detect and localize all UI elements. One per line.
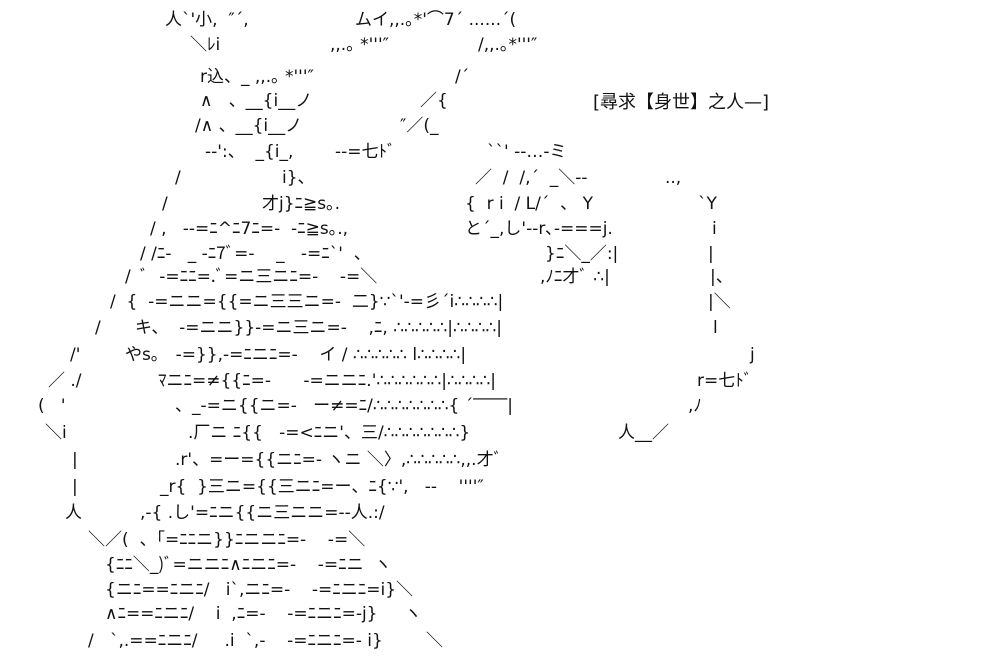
art-line-5-segment-2: ″／(_ — [400, 116, 439, 136]
art-line-14-segment-1: /' — [70, 345, 81, 365]
art-line-16-segment-2: 、_-=ニ{{ニ=- ー≠=ﾆ/∴∴∴∴∴∴∴{ ´‾‾‾‾| — [175, 396, 513, 416]
art-line-23-segment-1: {ニﾆ==ﾆニﾆ/ i`,ニﾆ=- -=ﾆニﾆ=i}＼ — [105, 580, 414, 600]
art-line-7-segment-1: / — [175, 168, 181, 188]
art-line-9-segment-2: と´_,し'--r､-===j. — [465, 219, 613, 239]
art-line-2-segment-1: ＼ﾚi — [190, 35, 221, 55]
art-line-1-segment-1: 人`'小, ″´, — [165, 10, 249, 30]
art-line-17-segment-2: .厂ニ ﾆ{{ -=<ﾆニ'、三/∴∴∴∴∴∴∴} — [188, 423, 471, 443]
art-line-3-segment-2: /´ — [455, 67, 470, 87]
art-line-13-segment-1: / — [95, 318, 101, 338]
art-line-9-segment-3: i — [712, 219, 717, 239]
art-line-19-segment-1: | — [72, 477, 78, 497]
art-line-8-segment-3: { r i / L/´ 、 Y — [465, 194, 593, 214]
art-line-8-segment-1: / — [162, 194, 168, 214]
art-line-6-segment-1: --':、 _{i_, — [205, 142, 294, 162]
art-line-5-segment-1: /∧ 、__{i__ノ — [195, 116, 303, 136]
art-line-8-segment-4: `Y — [698, 194, 717, 214]
art-line-2-segment-3: /,,.｡*'''″ — [478, 35, 538, 55]
art-line-25-segment-1: / `,.==ﾆニﾆ/ .i `,- -=ﾆニﾆ=- i} ＼ — [88, 631, 443, 651]
art-line-2-segment-2: ,,.｡ *'''″ — [330, 35, 389, 55]
art-line-4-segment-2: ／{ — [420, 91, 448, 111]
art-line-13-segment-2: キ、 -=ニニ}}-=ニ三ニ=- ,ﾆ, ∴∴∴∴∴|∴∴∴∴| — [135, 318, 503, 338]
art-line-9-segment-1: / , --=ﾆ^ﾆ7ﾆ=- -ﾆ≧s｡., — [150, 219, 349, 239]
art-line-10-segment-3: | — [708, 244, 714, 264]
art-line-13-segment-3: l — [713, 318, 718, 338]
art-line-20-segment-2: ,-{ .し'=ﾆニ{{ニ三ニニ=--人.:/ — [140, 503, 385, 523]
art-line-15-segment-3: r=七ﾄﾞ — [697, 371, 753, 391]
art-line-17-segment-3: 人__／ — [618, 423, 669, 443]
art-line-14-segment-2: やs｡ -=}},-=ﾆニﾆ=- イ / ∴∴∴∴∴ l∴∴∴∴| — [125, 345, 467, 365]
art-line-24-segment-1: ∧ﾆ==ﾆニﾆ/ i ,ﾆ=- -=ﾆニﾆ=-j} ヽ — [105, 604, 422, 624]
art-line-11-segment-2: ,ﾉﾆ才ﾞ ∴| — [540, 267, 610, 287]
art-line-10-segment-1: / /ﾆ- _ -ﾆ7ﾞ=- _ -=ﾆ`' 、 — [140, 244, 371, 264]
art-line-10-segment-2: }ﾆ＼_／:| — [545, 244, 619, 264]
art-line-7-segment-2: i}、 — [282, 168, 315, 188]
art-line-16-segment-1: ( ' — [38, 396, 66, 416]
art-line-18-segment-2: .r'、=ー={{ニﾆ=- ヽニ ＼〉,∴∴∴∴∴,,.才ﾞ — [175, 450, 503, 470]
art-line-6-segment-2: --=七ﾄﾞ — [335, 142, 396, 162]
art-line-11-segment-1: / ﾞ -=ﾆﾆ=.ﾞ=ニ三ニﾆ=- -=＼ — [125, 267, 378, 287]
art-line-8-segment-2: 才j}ﾆ≧s｡. — [262, 194, 341, 214]
art-line-16-segment-3: ,ﾉ — [688, 396, 702, 416]
caption-text: [尋求【身世】之人—] — [593, 92, 770, 113]
art-line-11-segment-3: |、 — [710, 267, 733, 287]
art-line-4-segment-1: ∧ 、__{i__ノ — [200, 91, 313, 111]
art-line-7-segment-4: .., — [665, 168, 682, 188]
art-line-15-segment-1: ／ ./ — [48, 371, 82, 391]
art-line-1-segment-2: ムイ,,.｡*'⌒7´ ......´( — [355, 10, 517, 30]
art-line-12-segment-1: / { -=ニニ={{=ニ三三ニ=- 二}∵`'-=彡´i∴∴∴∴| — [110, 292, 504, 312]
art-line-7-segment-3: ／ / /,´ _＼-- — [475, 168, 588, 188]
art-line-12-segment-2: |＼ — [708, 292, 731, 312]
art-line-20-segment-1: 人 — [65, 503, 82, 523]
art-line-22-segment-1: {ﾆﾆ＼_)ﾞ=ニニﾆ∧ﾆニﾆ=- -=ﾆニ ヽ — [105, 555, 392, 575]
art-line-17-segment-1: ＼i — [45, 423, 67, 443]
art-line-14-segment-3: j — [750, 345, 755, 365]
art-line-19-segment-2: _r{ }三ニ={{三ニﾆ=ー、ﾆ{∵', -- ''''″ — [160, 477, 484, 497]
art-line-18-segment-1: | — [72, 450, 78, 470]
art-line-15-segment-2: ﾏニﾆ=≠{{ﾆ=- -=ニニﾆ.'∴∴∴∴∴∴|∴∴∴∴| — [158, 371, 496, 391]
art-line-3-segment-1: r込、_ ,,.｡ *'''″ — [200, 67, 314, 87]
art-line-21-segment-1: ＼／( 、｢=ﾆﾆニ}}ﾆニニﾆ=- -=＼ — [88, 530, 366, 550]
art-line-6-segment-3: ``' --…-ミ — [487, 142, 567, 162]
